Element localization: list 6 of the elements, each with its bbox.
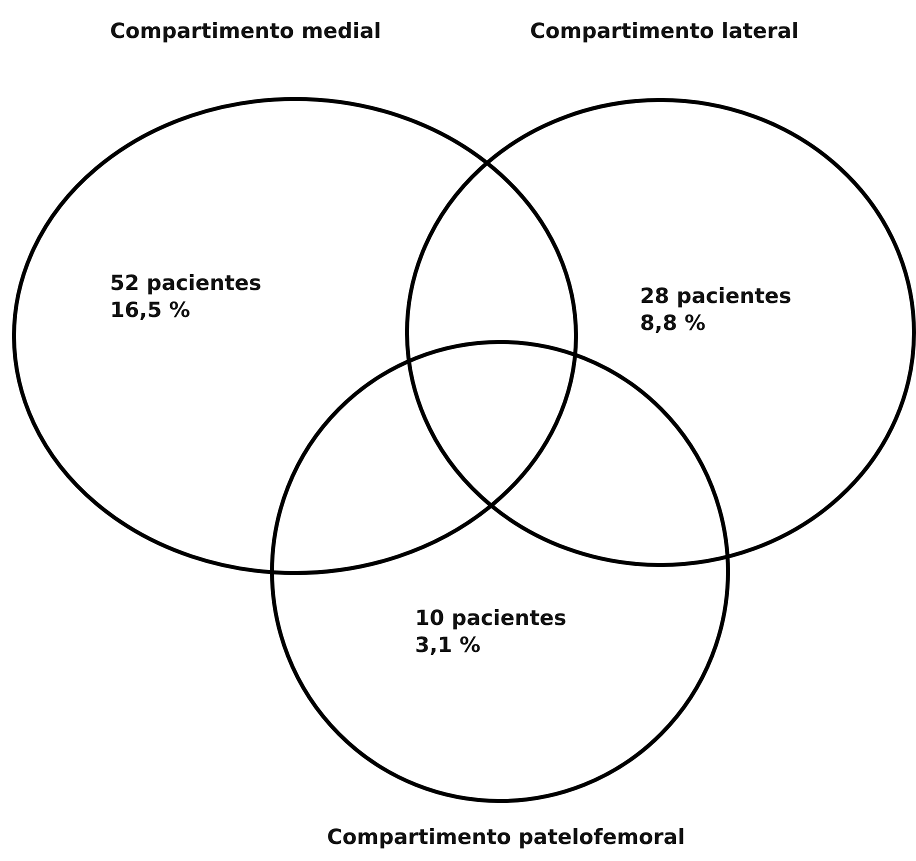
set-title: Compartimento patelofemoral [327, 824, 685, 851]
set-title: Compartimento lateral [530, 18, 799, 45]
count-label: 10 pacientes 3,1 % [415, 605, 568, 659]
count-label: 52 pacientes 16,5 % [110, 270, 262, 324]
count-label: 28 pacientes 8,8 % [640, 283, 792, 337]
set-title: Compartimento medial [110, 18, 382, 45]
